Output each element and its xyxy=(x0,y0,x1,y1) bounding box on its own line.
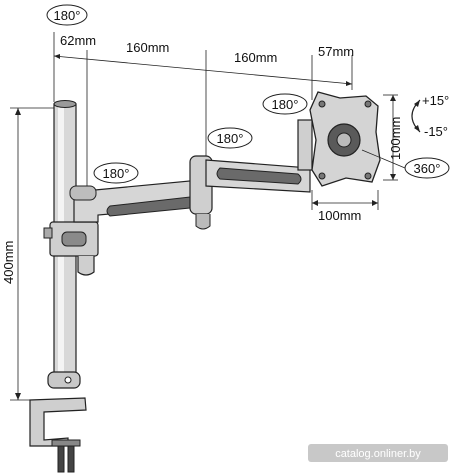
rotation-badge-joint3: 180° xyxy=(262,93,308,115)
label-arm2-length: 160mm xyxy=(234,50,277,65)
label-joint1-rotation: 180° xyxy=(103,166,130,181)
watermark: catalog.onliner.by xyxy=(308,444,448,462)
label-vesa-height: 100mm xyxy=(388,117,403,160)
rotation-badge-360: 360° xyxy=(361,149,450,179)
label-rotate-360: 360° xyxy=(414,161,441,176)
label-joint3-rotation: 180° xyxy=(272,97,299,112)
arm-segment-2 xyxy=(189,155,311,230)
watermark-text: catalog.onliner.by xyxy=(335,448,421,460)
rotation-badge-joint2: 180° xyxy=(207,127,253,149)
label-top-rotation: 180° xyxy=(54,8,81,23)
rotation-badge-top: 180° xyxy=(46,4,88,26)
label-arm1-length: 160mm xyxy=(126,40,169,55)
tilt-indicator: +15° -15° xyxy=(411,93,449,139)
label-vesa-width: 100mm xyxy=(318,208,361,223)
label-tilt-down: -15° xyxy=(424,124,448,139)
label-pole-height: 400mm xyxy=(1,241,16,284)
dimension-arrows xyxy=(15,54,396,400)
label-joint2-rotation: 180° xyxy=(217,131,244,146)
label-vesa-offset: 57mm xyxy=(318,44,354,59)
pole-bracket xyxy=(43,221,99,276)
label-pole-offset: 62mm xyxy=(60,33,96,48)
vesa-plate xyxy=(297,91,381,187)
desk-clamp xyxy=(29,397,87,473)
arm-segment-1 xyxy=(69,179,201,223)
dimension-lines xyxy=(10,32,398,401)
label-tilt-up: +15° xyxy=(422,93,449,108)
rotation-badge-joint1: 180° xyxy=(93,162,139,184)
